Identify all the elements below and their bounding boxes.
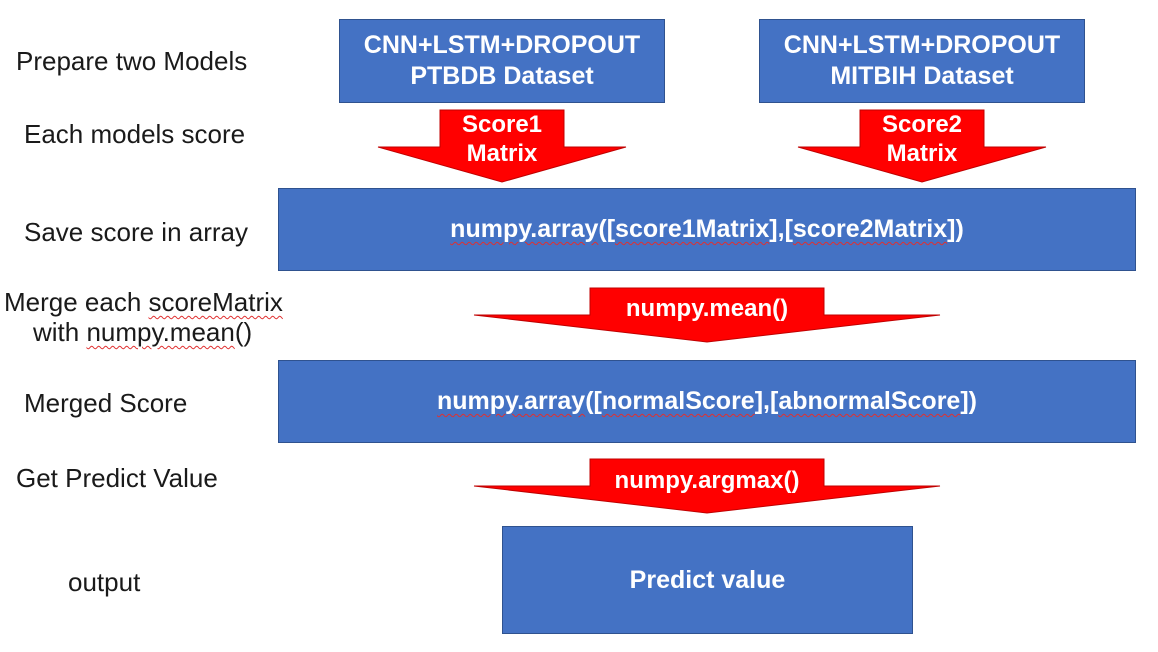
score1-arrow-label: Score1 Matrix (440, 110, 564, 168)
label-with-numpy-mean: with numpy.mean() (33, 317, 252, 347)
model2-line1: CNN+LSTM+DROPOUT (783, 31, 1061, 59)
mean-arrow-label: numpy.mean() (625, 295, 789, 322)
score1-line2: Matrix (466, 140, 538, 167)
model1-line2: PTBDB Dataset (410, 62, 594, 90)
merge-line2-text: with (33, 317, 87, 347)
label-get-predict-value: Get Predict Value (16, 463, 218, 493)
label-prepare-two-models: Prepare two Models (16, 46, 248, 76)
merge-line2-term: numpy.mean (86, 317, 235, 347)
score2-line2: Matrix (886, 140, 958, 167)
model-box-ptbdb: CNN+LSTM+DROPOUT PTBDB Dataset (339, 19, 665, 103)
score1-line1: Score1 (461, 111, 543, 138)
label-each-models-score: Each models score (24, 119, 246, 149)
argmax-arrow-label: numpy.argmax() (614, 467, 800, 494)
predict-value-label: Predict value (629, 565, 786, 594)
save-array-expression: numpy.array([score1Matrix],[score2Matrix… (450, 214, 964, 245)
label-merged-score: Merged Score (24, 388, 188, 418)
merge-line1-text: Merge each (4, 287, 149, 317)
model2-line2: MITBIH Dataset (830, 62, 1014, 90)
merge-line1-term: scoreMatrix (148, 287, 283, 317)
save-array-term2: score2Matrix (792, 215, 948, 243)
label-merge-each-scorematrix: Merge each scoreMatrix (4, 287, 283, 317)
label-output: output (68, 567, 141, 597)
model1-line1: CNN+LSTM+DROPOUT (363, 31, 641, 59)
model-box-mitbih: CNN+LSTM+DROPOUT MITBIH Dataset (759, 19, 1085, 103)
merged-array-prefix: numpy.array (437, 387, 586, 415)
merged-array-term2: abnormalScore (778, 387, 961, 415)
predict-value-box: Predict value (502, 526, 913, 634)
merged-array-close: ]) (960, 387, 977, 415)
save-array-prefix: numpy.array (450, 215, 599, 243)
label-save-score-in-array: Save score in array (24, 217, 248, 247)
save-array-close: ]) (947, 215, 964, 243)
score2-line1: Score2 (881, 111, 963, 138)
save-array-mid: ],[ (769, 215, 793, 243)
merged-array-open: ([ (585, 387, 602, 415)
save-array-open: ([ (598, 215, 616, 243)
merged-score-array-box: numpy.array([normalScore],[abnormalScore… (278, 360, 1136, 443)
merged-array-mid: ],[ (754, 387, 779, 415)
score2-arrow-label: Score2 Matrix (860, 110, 984, 168)
merged-array-term1: normalScore (601, 387, 755, 415)
merge-line2-tail: () (234, 317, 253, 347)
save-array-term1: score1Matrix (615, 215, 770, 243)
save-score-array-box: numpy.array([score1Matrix],[score2Matrix… (278, 188, 1136, 271)
merged-array-expression: numpy.array([normalScore],[abnormalScore… (437, 386, 977, 417)
